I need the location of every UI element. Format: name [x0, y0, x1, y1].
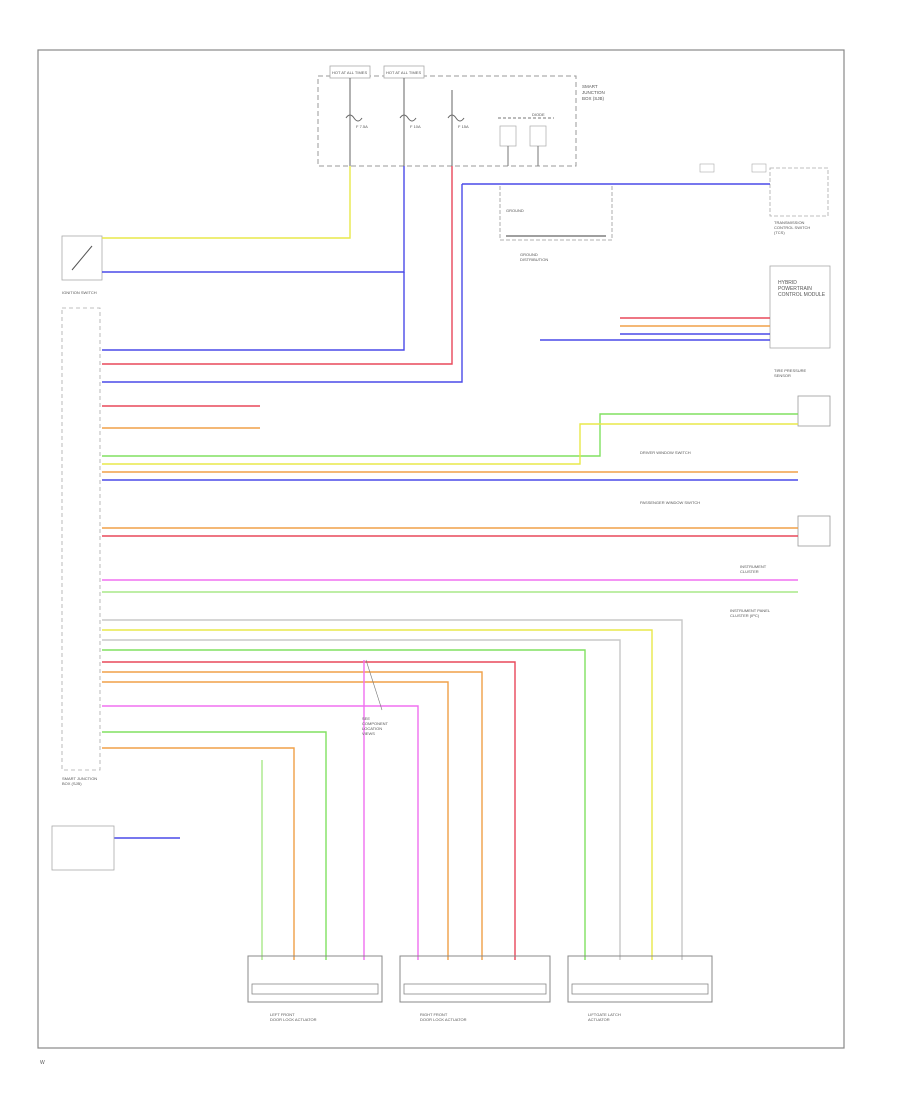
- svg-text:IGNITION SWITCH: IGNITION SWITCH: [62, 290, 97, 295]
- diode-label: DIODE: [532, 112, 545, 117]
- footer-code: W: [40, 1060, 45, 1066]
- fuse-c-label: F 15A: [458, 124, 469, 129]
- svg-text:DRIVER WINDOW SWITCH: DRIVER WINDOW SWITCH: [640, 450, 691, 455]
- fuse-a-label: F 7.5A: [356, 124, 368, 129]
- fuse-b-label: F 10A: [410, 124, 421, 129]
- hot-right-label: HOT AT ALL TIMES: [386, 70, 421, 75]
- left-connector: [247, 955, 383, 1003]
- wires: [102, 166, 798, 960]
- hot-left-label: HOT AT ALL TIMES: [332, 70, 367, 75]
- svg-text:PASSENGER WINDOW SWITCH: PASSENGER WINDOW SWITCH: [640, 500, 700, 505]
- right-connector: [567, 955, 713, 1003]
- bottom-left-module: [51, 825, 115, 871]
- diagram-frame: [37, 49, 845, 1049]
- mid-connector: [399, 955, 551, 1003]
- svg-text:GROUND: GROUND: [506, 208, 524, 213]
- ignition-switch: IGNITION SWITCH: [61, 235, 103, 295]
